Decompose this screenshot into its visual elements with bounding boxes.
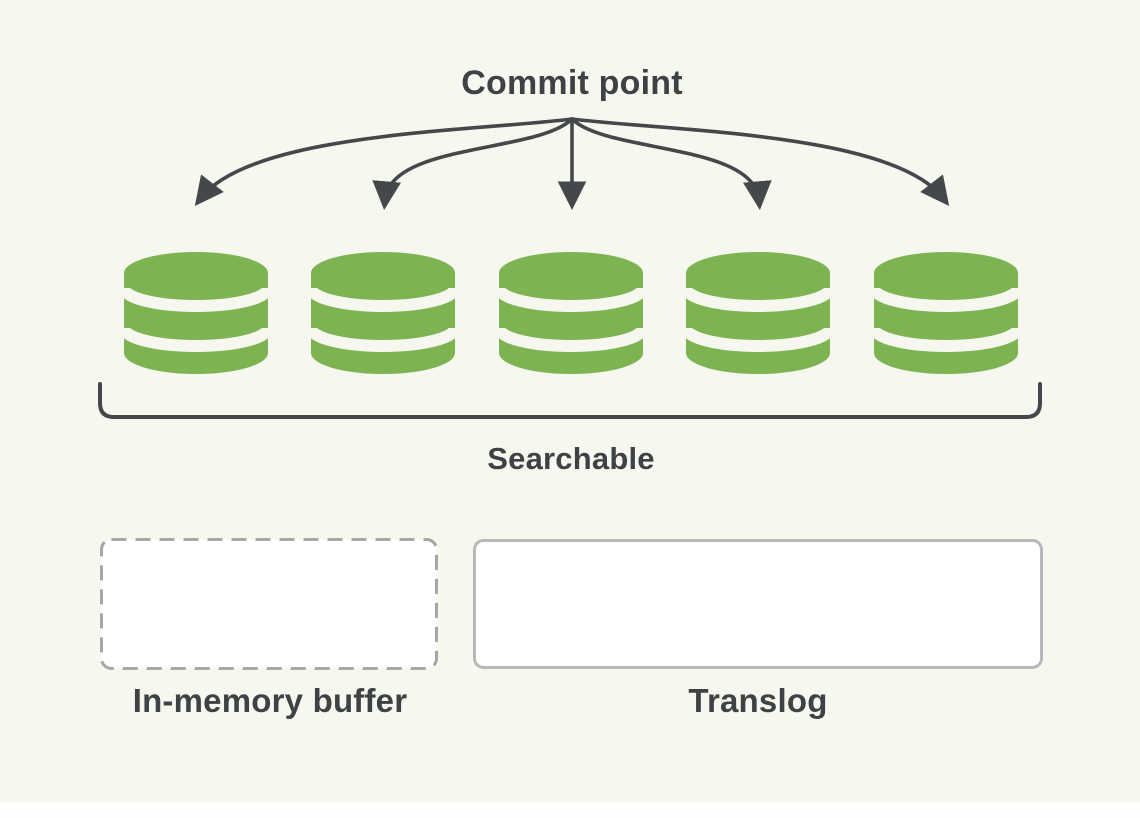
arrow-down-icon xyxy=(570,117,950,206)
searchable-label: Searchable xyxy=(487,441,655,476)
database-cylinder-icon xyxy=(311,252,455,374)
searchable-bracket xyxy=(98,382,1042,419)
page-background-strip xyxy=(0,802,1140,818)
in-memory-buffer-label: In-memory buffer xyxy=(132,682,408,719)
translog-box xyxy=(473,539,1043,669)
database-cylinder-icon xyxy=(686,252,830,374)
database-cylinder-icon xyxy=(124,252,268,374)
arrow-down-icon xyxy=(194,117,574,206)
arrow-down-icon xyxy=(570,117,772,211)
in-memory-buffer-box xyxy=(100,538,438,670)
translog-label: Translog xyxy=(688,682,828,719)
arrow-down-icon xyxy=(372,117,574,211)
segment-row xyxy=(124,252,1018,374)
database-cylinder-icon xyxy=(499,252,643,374)
commit-point-arrows xyxy=(194,117,950,211)
commit-point-label: Commit point xyxy=(461,64,683,102)
database-cylinder-icon xyxy=(874,252,1018,374)
